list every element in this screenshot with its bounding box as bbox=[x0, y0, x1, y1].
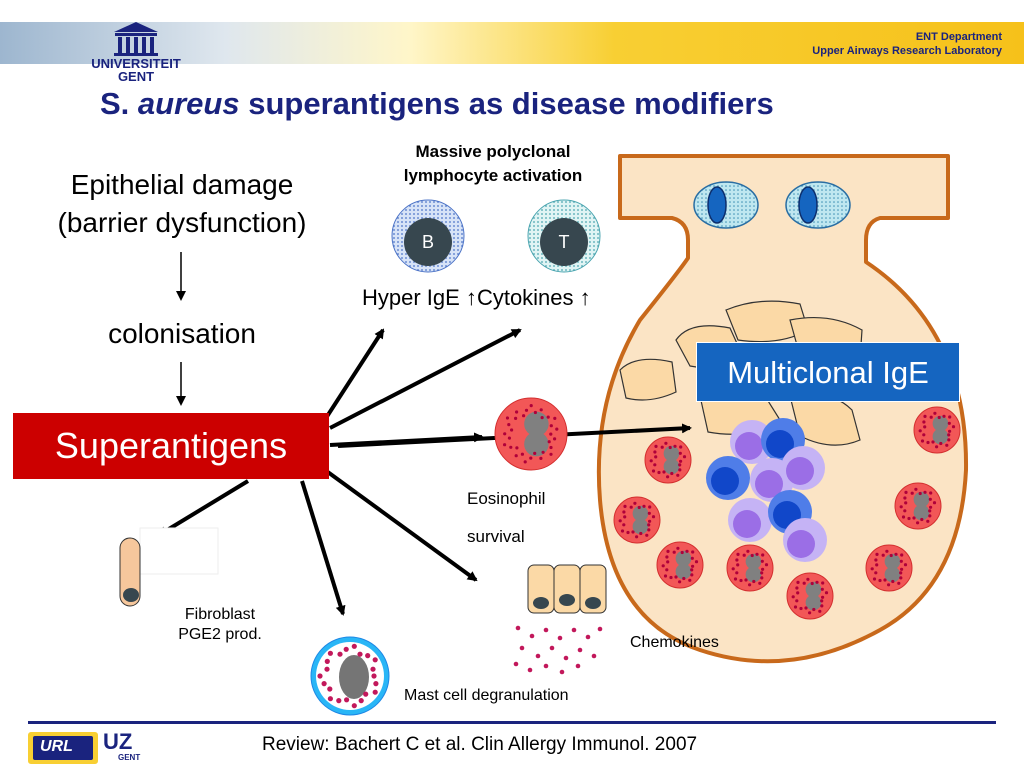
tissue-eosinophils bbox=[613, 406, 961, 620]
t-cell-label: T bbox=[558, 232, 570, 252]
activation-label: Massive polyclonal lymphocyte activation bbox=[362, 140, 624, 188]
footer-logo-uz bbox=[100, 732, 144, 764]
footer-logo-uz-sub: GENT bbox=[118, 753, 141, 762]
t-cell bbox=[527, 199, 601, 273]
mast-cell-label: Mast cell degranulation bbox=[404, 687, 569, 704]
title-suffix: superantigens as disease modifiers bbox=[248, 86, 774, 121]
mast-cell bbox=[310, 636, 390, 716]
temple-icon bbox=[114, 22, 158, 56]
superantigens-box: Superantigens bbox=[13, 413, 329, 479]
hyper-ige-text: Hyper IgE ↑ bbox=[362, 285, 477, 310]
gland-tissue bbox=[596, 154, 969, 664]
epithelium-cells bbox=[527, 564, 607, 614]
b-cell-label: B bbox=[421, 232, 434, 252]
pge2-text: PGE2 prod. bbox=[178, 626, 262, 643]
hyper-ige-label: Hyper IgE ↑Cytokines ↑ bbox=[362, 285, 591, 311]
cytokines-text: Cytokines ↑ bbox=[476, 285, 591, 310]
chemokines-label: Chemokines bbox=[630, 634, 719, 651]
eosinophil-icon bbox=[894, 482, 942, 530]
eosinophil-icon bbox=[865, 544, 913, 592]
header-banner bbox=[0, 22, 1024, 64]
department-label: ENT Department Upper Airways Research La… bbox=[812, 30, 1002, 58]
logo-line-1: UNIVERSITEIT bbox=[91, 56, 181, 71]
footer-line bbox=[28, 721, 996, 724]
eosinophil-icon bbox=[656, 541, 704, 589]
title-italic: aureus bbox=[137, 86, 240, 121]
eosinophil-icon bbox=[494, 397, 568, 471]
eosinophil-text: Eosinophil bbox=[467, 489, 546, 508]
lymphocyte-cluster bbox=[706, 418, 827, 562]
epithelial-line-2: (barrier dysfunction) bbox=[57, 207, 307, 238]
logo-text: UNIVERSITEIT GENT bbox=[84, 57, 188, 83]
eosinophil-cell bbox=[494, 397, 568, 471]
colonisation-label: colonisation bbox=[108, 318, 256, 349]
reference-citation: Review: Bachert C et al. Clin Allergy Im… bbox=[262, 734, 698, 755]
fibroblast-text: Fibroblast bbox=[184, 606, 256, 623]
title-prefix: S. bbox=[100, 86, 130, 121]
epithelial-damage-label: Epithelial damage (barrier dysfunction) bbox=[20, 166, 344, 242]
dept-line-2: Upper Airways Research Laboratory bbox=[812, 45, 1002, 57]
footer-logo-url-text: URL bbox=[40, 738, 73, 755]
logo-line-2: GENT bbox=[117, 69, 155, 84]
slide-title: S. aureus superantigens as disease modif… bbox=[100, 86, 774, 122]
dept-line-1: ENT Department bbox=[915, 31, 1002, 43]
eosinophil-icon bbox=[644, 436, 692, 484]
footer-logo-url bbox=[28, 732, 98, 764]
eosinophil-icon bbox=[613, 496, 661, 544]
activation-line-2: lymphocyte activation bbox=[403, 166, 583, 185]
eosinophil-icon bbox=[726, 544, 774, 592]
duct-epithelial-cells bbox=[693, 181, 851, 229]
footer-logo-uz-text: UZ bbox=[103, 729, 133, 754]
chemokine-dots bbox=[513, 625, 603, 675]
fibroblast-label: Fibroblast PGE2 prod. bbox=[150, 605, 290, 645]
eosinophil-icon bbox=[786, 572, 834, 620]
eosinophil-icon bbox=[913, 406, 961, 454]
multiclonal-ige-box: Multiclonal IgE bbox=[696, 342, 960, 402]
survival-text: survival bbox=[467, 527, 525, 546]
eosinophil-label: Eosinophil survival bbox=[467, 480, 545, 556]
epithelial-line-1: Epithelial damage bbox=[70, 169, 294, 200]
university-logo: UNIVERSITEIT GENT bbox=[84, 18, 188, 88]
b-cell bbox=[391, 199, 465, 273]
fibroblast-cell bbox=[119, 527, 219, 607]
activation-line-1: Massive polyclonal bbox=[415, 142, 571, 161]
